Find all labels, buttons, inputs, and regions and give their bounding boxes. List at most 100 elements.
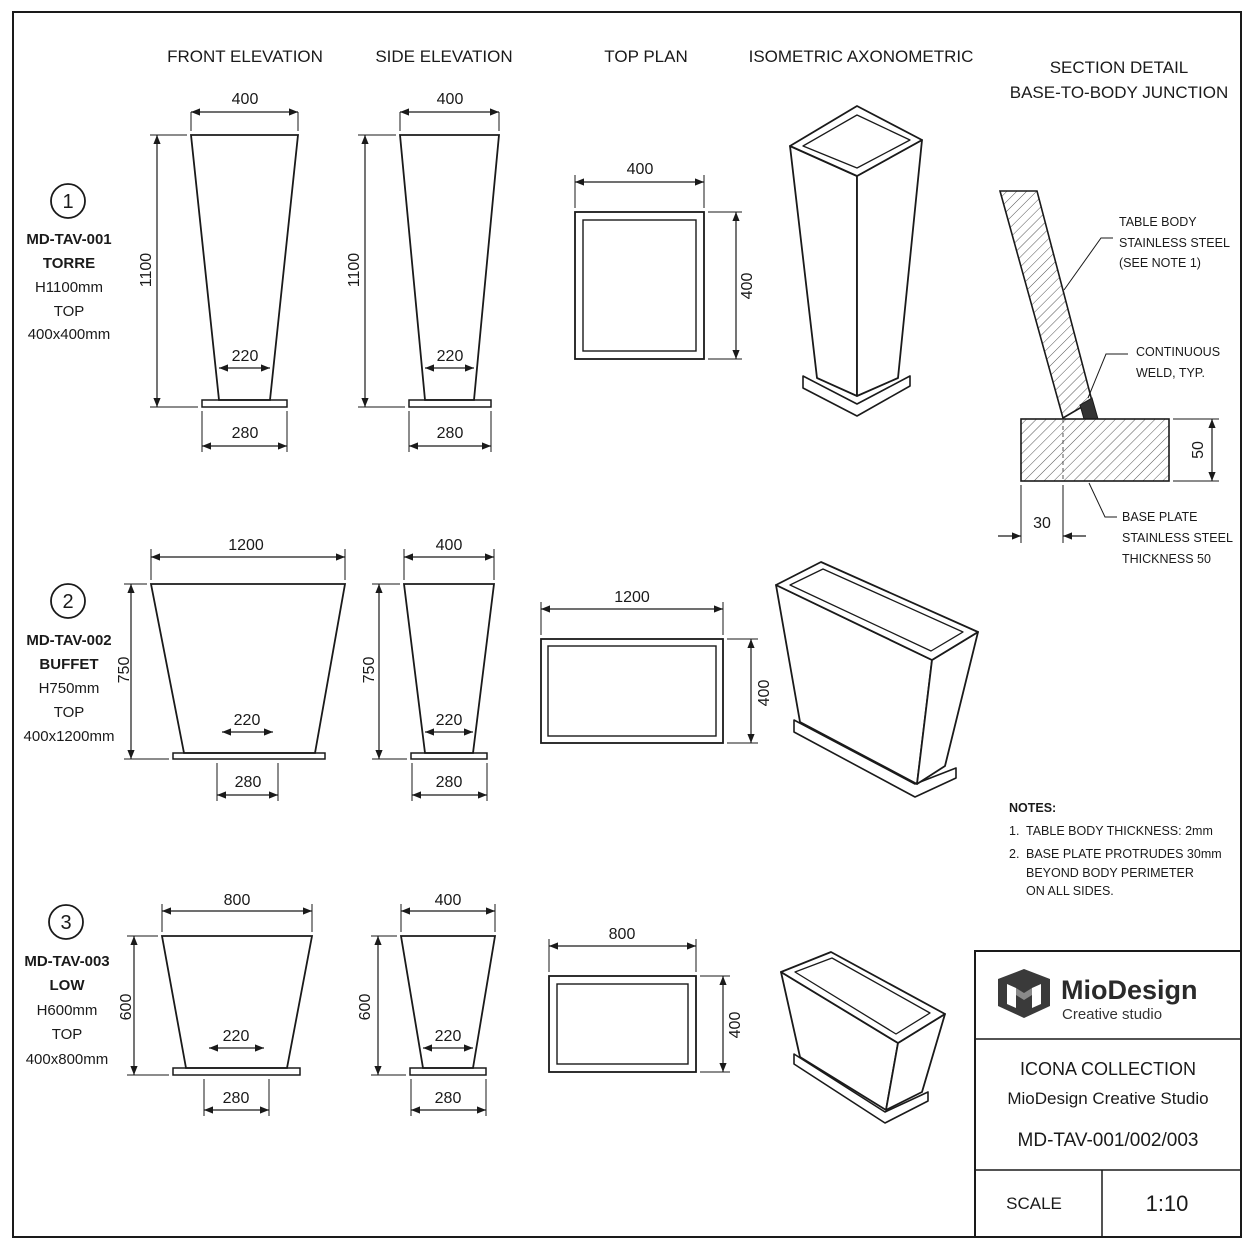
- dim-inner: 220: [437, 348, 464, 365]
- brand-logo-icon: [998, 969, 1050, 1018]
- drawing-number: MD-TAV-001/002/003: [1018, 1130, 1199, 1151]
- plan-inner: [547, 645, 717, 737]
- item-3-label: 3 MD-TAV-003 LOW H600mm TOP 400x800mm: [24, 904, 110, 1068]
- notes-title: NOTES:: [1009, 801, 1056, 815]
- item-height: H600mm: [37, 1002, 98, 1019]
- dim-width: 400: [435, 892, 462, 909]
- item-number-circle: [48, 904, 84, 940]
- item-1-isometric: [789, 105, 923, 417]
- base-plate: [172, 752, 326, 760]
- note-1-text: TABLE BODY THICKNESS: 2mm: [1026, 824, 1213, 838]
- dim-plate-offset: 30: [1033, 515, 1051, 532]
- item-2-side-elevation: [372, 549, 496, 801]
- section-detail-subheader: BASE-TO-BODY JUNCTION: [1010, 83, 1229, 102]
- item-number: 2: [62, 591, 73, 613]
- base-plate: [172, 1067, 301, 1076]
- iso-top-outer: [775, 561, 979, 661]
- item-2-label: 2 MD-TAV-002 BUFFET H750mm TOP 400x1200m…: [24, 583, 115, 745]
- isometric-header: ISOMETRIC AXONOMETRIC: [749, 47, 974, 66]
- dim-base: 280: [235, 774, 262, 791]
- item-number: 3: [60, 912, 71, 934]
- section-body-wall: [998, 190, 1093, 420]
- item-2-front-elevation: [124, 549, 347, 801]
- body-leader: [1063, 237, 1113, 291]
- item-number: 1: [62, 191, 73, 213]
- item-top-label: TOP: [54, 303, 85, 320]
- dim-width: 1200: [228, 537, 264, 554]
- dim-plate-thickness: 50: [1190, 441, 1207, 459]
- title-block-frame: [974, 950, 1242, 1238]
- dim-base: 280: [437, 425, 464, 442]
- dim-depth: 400: [739, 273, 756, 300]
- dim-width: 1200: [614, 589, 650, 606]
- item-1-front-elevation: [150, 108, 300, 452]
- body-label-line3: (SEE NOTE 1): [1119, 256, 1201, 270]
- item-1-top-plan: [574, 175, 742, 360]
- iso-top-inner: [794, 957, 931, 1035]
- scale-value: 1:10: [1146, 1191, 1189, 1216]
- plate-label-line1: BASE PLATE: [1122, 510, 1198, 524]
- dim-inner: 220: [234, 712, 261, 729]
- note-2-line2: BEYOND BODY PERIMETER: [1026, 866, 1194, 880]
- dim-depth: 400: [727, 1012, 744, 1039]
- item-height: H1100mm: [35, 279, 103, 296]
- studio-name: MioDesign Creative Studio: [1007, 1089, 1208, 1108]
- item-3-top-plan: [548, 939, 730, 1073]
- item-top-size: 400x800mm: [26, 1051, 109, 1068]
- item-top-size: 400x1200mm: [24, 728, 115, 745]
- section-detail-header: SECTION DETAIL: [1050, 58, 1189, 77]
- plan-outer: [548, 975, 697, 1073]
- dim-height: 750: [116, 657, 133, 684]
- plan-outer: [574, 211, 705, 360]
- note-2-line3: ON ALL SIDES.: [1026, 884, 1114, 898]
- collection-name: ICONA COLLECTION: [1020, 1059, 1196, 1079]
- dim-inner: 220: [223, 1028, 250, 1045]
- plan-outer: [540, 638, 724, 744]
- iso-top-inner: [802, 114, 911, 169]
- item-1-side-elevation: [358, 108, 500, 452]
- item-3-side-elevation: [371, 904, 497, 1116]
- dim-width: 800: [609, 926, 636, 943]
- dim-width: 800: [224, 892, 251, 909]
- plan-inner: [556, 983, 689, 1065]
- body-label-line2: STAINLESS STEEL: [1119, 236, 1230, 250]
- scale-label: SCALE: [1006, 1194, 1062, 1213]
- brand-name: MioDesign: [1061, 975, 1198, 1005]
- dim-base: 280: [435, 1090, 462, 1107]
- sheet-border: [12, 11, 1242, 1238]
- iso-base-plate: [802, 375, 911, 417]
- dim-base: 280: [223, 1090, 250, 1107]
- weld-label-line1: CONTINUOUS: [1136, 345, 1220, 359]
- item-1-label: 1 MD-TAV-001 TORRE H1100mm TOP 400x400mm: [26, 183, 112, 343]
- item-3-isometric: [780, 951, 946, 1124]
- title-block: [974, 950, 1242, 1238]
- dim-height: 1100: [138, 253, 155, 288]
- item-2-top-plan: [540, 602, 758, 744]
- note-1-number: 1.: [1009, 824, 1019, 838]
- base-plate: [408, 399, 492, 408]
- item-number-circle: [50, 583, 86, 619]
- dim-depth: 400: [756, 680, 773, 707]
- section-base-plate: [1020, 418, 1170, 482]
- iso-top-inner: [789, 568, 964, 652]
- plan-inner: [582, 219, 697, 352]
- dim-inner: 220: [435, 1028, 462, 1045]
- weld-leader: [1087, 353, 1128, 399]
- item-code: MD-TAV-003: [24, 953, 109, 970]
- plate-label-line3: THICKNESS 50: [1122, 552, 1211, 566]
- iso-top-outer: [780, 951, 946, 1044]
- iso-face-right: [856, 139, 923, 397]
- note-2-number: 2.: [1009, 847, 1019, 861]
- item-name: TORRE: [43, 255, 95, 272]
- brand-tagline: Creative studio: [1062, 1006, 1162, 1023]
- item-3-front-elevation: [127, 904, 314, 1116]
- item-code: MD-TAV-002: [26, 632, 111, 649]
- dim-height: 600: [118, 994, 135, 1021]
- item-code: MD-TAV-001: [26, 231, 111, 248]
- plate-leader: [1088, 482, 1117, 518]
- item-number-circle: [50, 183, 86, 219]
- dim-width: 400: [627, 161, 654, 178]
- front-elevation-header: FRONT ELEVATION: [167, 47, 323, 66]
- item-name: LOW: [50, 977, 86, 994]
